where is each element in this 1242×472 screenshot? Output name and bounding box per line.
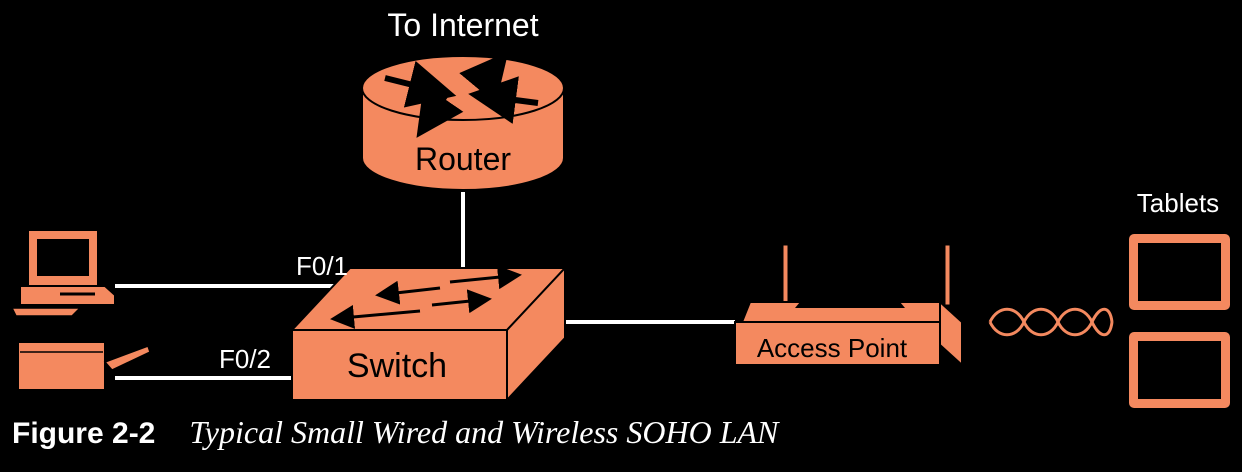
port1-label: F0/1 — [296, 251, 348, 281]
switch-label: Switch — [347, 347, 447, 385]
tablets-label: Tablets — [1137, 188, 1219, 218]
figure-caption: Figure 2-2 Typical Small Wired and Wirel… — [12, 414, 778, 464]
tablet-icon — [1127, 330, 1232, 410]
links — [115, 192, 735, 380]
tablet-icon — [1127, 232, 1232, 312]
printer-icon — [17, 341, 151, 391]
network-diagram: Router To Internet Switch F0/1 F0/2 — [10, 7, 1232, 410]
router-label: Router — [415, 141, 511, 177]
wireless-signal-icon — [988, 307, 1114, 337]
switch-icon — [289, 265, 568, 403]
port2-label: F0/2 — [219, 344, 271, 374]
internet-label: To Internet — [387, 7, 538, 43]
figure-number: Figure 2-2 — [12, 417, 156, 450]
figure-title: Typical Small Wired and Wireless SOHO LA… — [189, 414, 779, 450]
access-point-icon — [734, 244, 965, 368]
router-icon — [361, 51, 565, 191]
pc-icon — [10, 229, 116, 317]
access-point-label: Access Point — [757, 333, 908, 363]
